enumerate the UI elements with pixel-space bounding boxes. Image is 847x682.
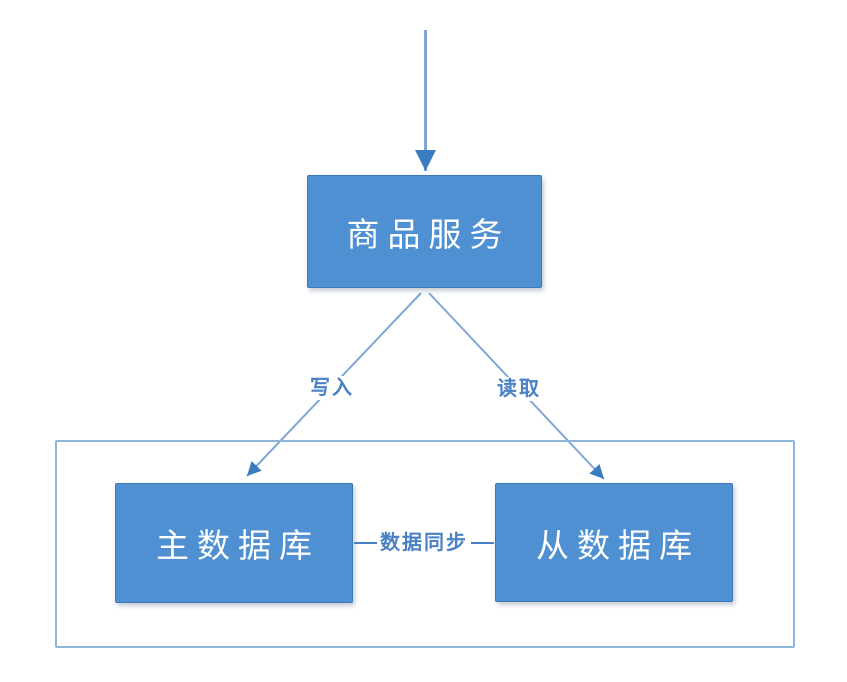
node-slave-database: 从数据库 — [495, 483, 733, 602]
edge-label-read: 读取 — [494, 377, 544, 401]
node-product-service: 商品服务 — [307, 175, 542, 288]
node-master-database-label: 主数据库 — [156, 527, 320, 564]
edge-label-write: 写入 — [307, 376, 357, 400]
database-group-container — [55, 440, 795, 648]
node-master-database: 主数据库 — [115, 483, 353, 603]
node-slave-database-label: 从数据库 — [536, 526, 700, 564]
node-product-service-label: 商品服务 — [346, 215, 511, 253]
edge-label-sync: 数据同步 — [377, 531, 471, 555]
